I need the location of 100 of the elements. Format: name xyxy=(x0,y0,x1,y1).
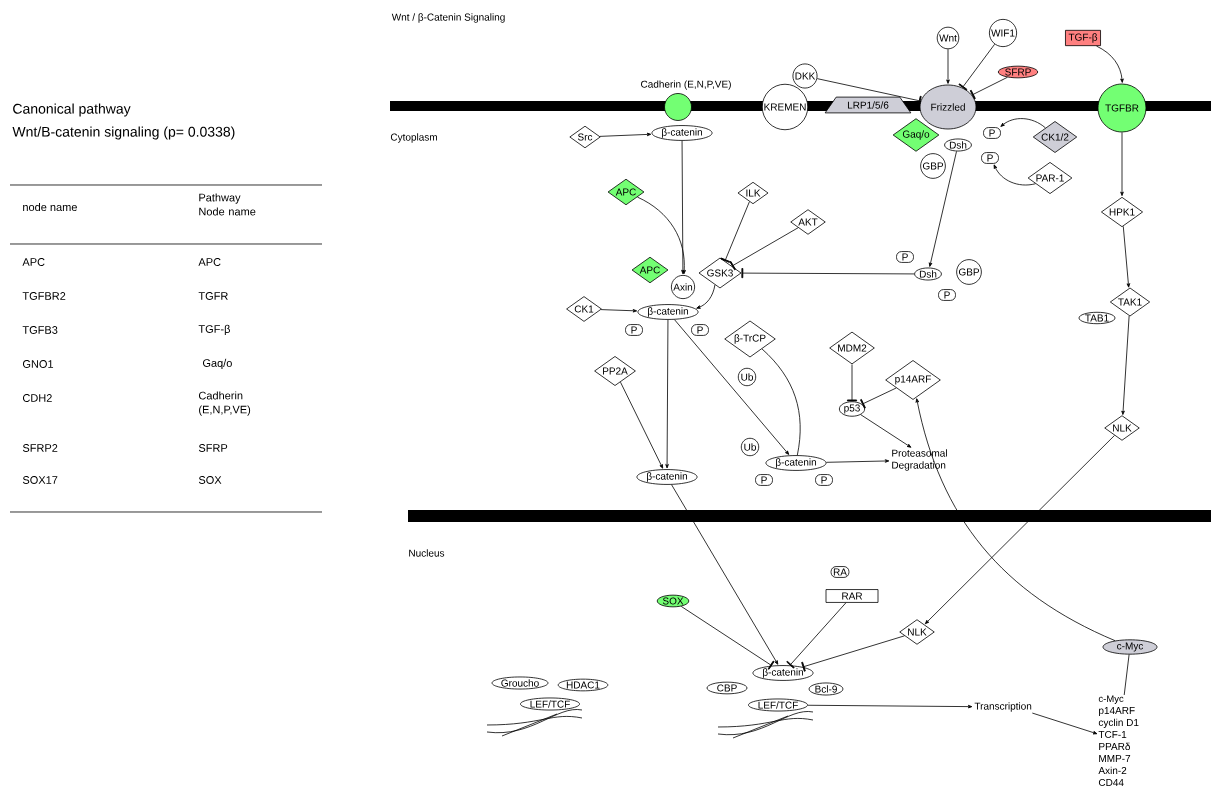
diamond-node: APC xyxy=(607,178,645,206)
table-cell: SOX17 xyxy=(22,476,58,484)
arrow xyxy=(1121,315,1130,415)
inhibition-line xyxy=(958,43,996,91)
diamond-node: GSK3 xyxy=(698,257,742,289)
connector-line xyxy=(1123,654,1130,696)
arrow xyxy=(1122,225,1131,288)
oval-node: CBP xyxy=(706,681,748,695)
arrow xyxy=(1000,118,1046,129)
rectangle-node: TGF-β xyxy=(1065,29,1101,47)
node-label: Cadherin (E,N,P,VE) xyxy=(641,80,731,90)
title: Wnt / β-Catenin Signaling xyxy=(391,13,505,23)
oval-node: β-catenin xyxy=(637,304,699,320)
table-cell: APC xyxy=(198,258,221,266)
diamond-node: Src xyxy=(569,125,601,149)
pill-node: P xyxy=(625,324,643,336)
table-cell: CDH2 xyxy=(22,394,52,402)
inhibition-line xyxy=(786,602,847,669)
arrow xyxy=(674,319,790,455)
pill-node: P xyxy=(938,289,956,301)
pill-node: P xyxy=(896,251,914,263)
table-cell: SFRP xyxy=(198,444,228,452)
arrow xyxy=(1120,132,1124,197)
circle-node: KREMEN xyxy=(761,83,809,131)
pill-node: P xyxy=(815,474,833,486)
pathway-text: Transcription xyxy=(974,702,1032,712)
pill-node: RA xyxy=(830,566,850,578)
table-cell: Cadherin (E,N,P,VE) xyxy=(198,391,251,416)
diamond-node: PP2A xyxy=(594,356,636,386)
arrow xyxy=(599,132,652,137)
diamond-node: NLK xyxy=(1104,415,1140,441)
diamond-node: HPK1 xyxy=(1101,196,1143,228)
arrow xyxy=(620,381,664,469)
diamond-node: CK1/2 xyxy=(1032,121,1078,153)
circle-node: Ub xyxy=(740,437,760,457)
table-cell: SFRP2 xyxy=(22,444,58,452)
oval-node: LEF/TCF xyxy=(748,698,808,712)
arrow xyxy=(637,196,686,275)
circle-node: GBP xyxy=(956,259,982,285)
diamond-node: APC xyxy=(631,256,669,284)
pill-node: P xyxy=(983,127,1001,139)
table-cell: GNO1 xyxy=(22,360,54,368)
arrow xyxy=(1031,712,1098,735)
diamond-node: NLK xyxy=(899,619,935,645)
connector-line xyxy=(761,348,801,456)
gene-list: c-Myc p14ARF cyclin D1 TCF-1 PPARδ MMP-7 Axin-2 CD44 xyxy=(1098,695,1139,786)
inhibition-line xyxy=(969,76,1008,100)
arrow xyxy=(665,319,669,469)
pathway-heading: Canonical pathway xyxy=(13,103,131,117)
oval-node: β-catenin xyxy=(636,469,698,485)
pathway-text: Proteasomal Degradation xyxy=(892,449,947,471)
arrow xyxy=(825,459,890,463)
oval-node: Groucho xyxy=(491,676,549,690)
circle-node: Cadherin (E,N,P,VE) xyxy=(641,80,731,121)
arrow xyxy=(928,151,957,267)
table-cell: node name xyxy=(23,202,77,212)
inhibition-line xyxy=(720,201,750,263)
circle-node: Wnt xyxy=(936,26,960,50)
inhibition-line xyxy=(816,78,922,106)
oval-node: Dsh xyxy=(944,138,972,152)
oval-node: LEF/TCF xyxy=(520,697,580,711)
pill-node: P xyxy=(755,474,773,486)
oval-node: TAB1 xyxy=(1078,311,1116,325)
arrow xyxy=(1096,45,1124,83)
diamond-node: MDM2 xyxy=(829,331,875,365)
region-label: Nucleus xyxy=(409,549,445,557)
pill-node: P xyxy=(691,324,709,336)
table-cell: TGFR xyxy=(198,292,228,300)
diamond-node: CK1 xyxy=(566,296,602,322)
rectangle-node: RAR xyxy=(825,589,879,603)
table-cell: TGFB3 xyxy=(22,326,58,334)
diamond-node: PAR-1 xyxy=(1027,162,1073,194)
oval-node: c-Myc xyxy=(1102,639,1158,655)
inhibition-line xyxy=(729,227,799,271)
oval-node: Frizzled xyxy=(919,84,977,130)
inhibition-line xyxy=(741,268,915,279)
inhibition-line xyxy=(801,635,905,672)
arrow xyxy=(993,164,1036,186)
region-label: Cytoplasm xyxy=(390,133,437,143)
circle-node: GBP xyxy=(920,153,946,179)
circle-node: Axin xyxy=(670,274,696,300)
arrow xyxy=(946,48,950,84)
diamond-node: TAK1 xyxy=(1109,287,1151,317)
diamond-node: p14ARF xyxy=(885,360,941,400)
arrow xyxy=(696,284,716,309)
oval-node: HDAC1 xyxy=(557,678,609,692)
diamond-node: AKT xyxy=(790,209,826,235)
arrow xyxy=(681,140,685,275)
arrow xyxy=(860,414,912,448)
circle-node: WIF1 xyxy=(988,18,1018,48)
oval-node: β-catenin xyxy=(752,665,814,681)
pill-node: P xyxy=(981,152,999,164)
arrow xyxy=(807,704,973,709)
arrow xyxy=(924,435,1115,625)
circle-node: Ub xyxy=(737,367,757,387)
trapezoid-node: LRP1/5/6 xyxy=(824,96,912,114)
table-cell: APC xyxy=(22,258,45,266)
table-cell: TGF-β xyxy=(198,324,230,336)
diamond-node: Gaq/o xyxy=(892,118,940,152)
table-cell: Gaq/o xyxy=(202,358,232,370)
